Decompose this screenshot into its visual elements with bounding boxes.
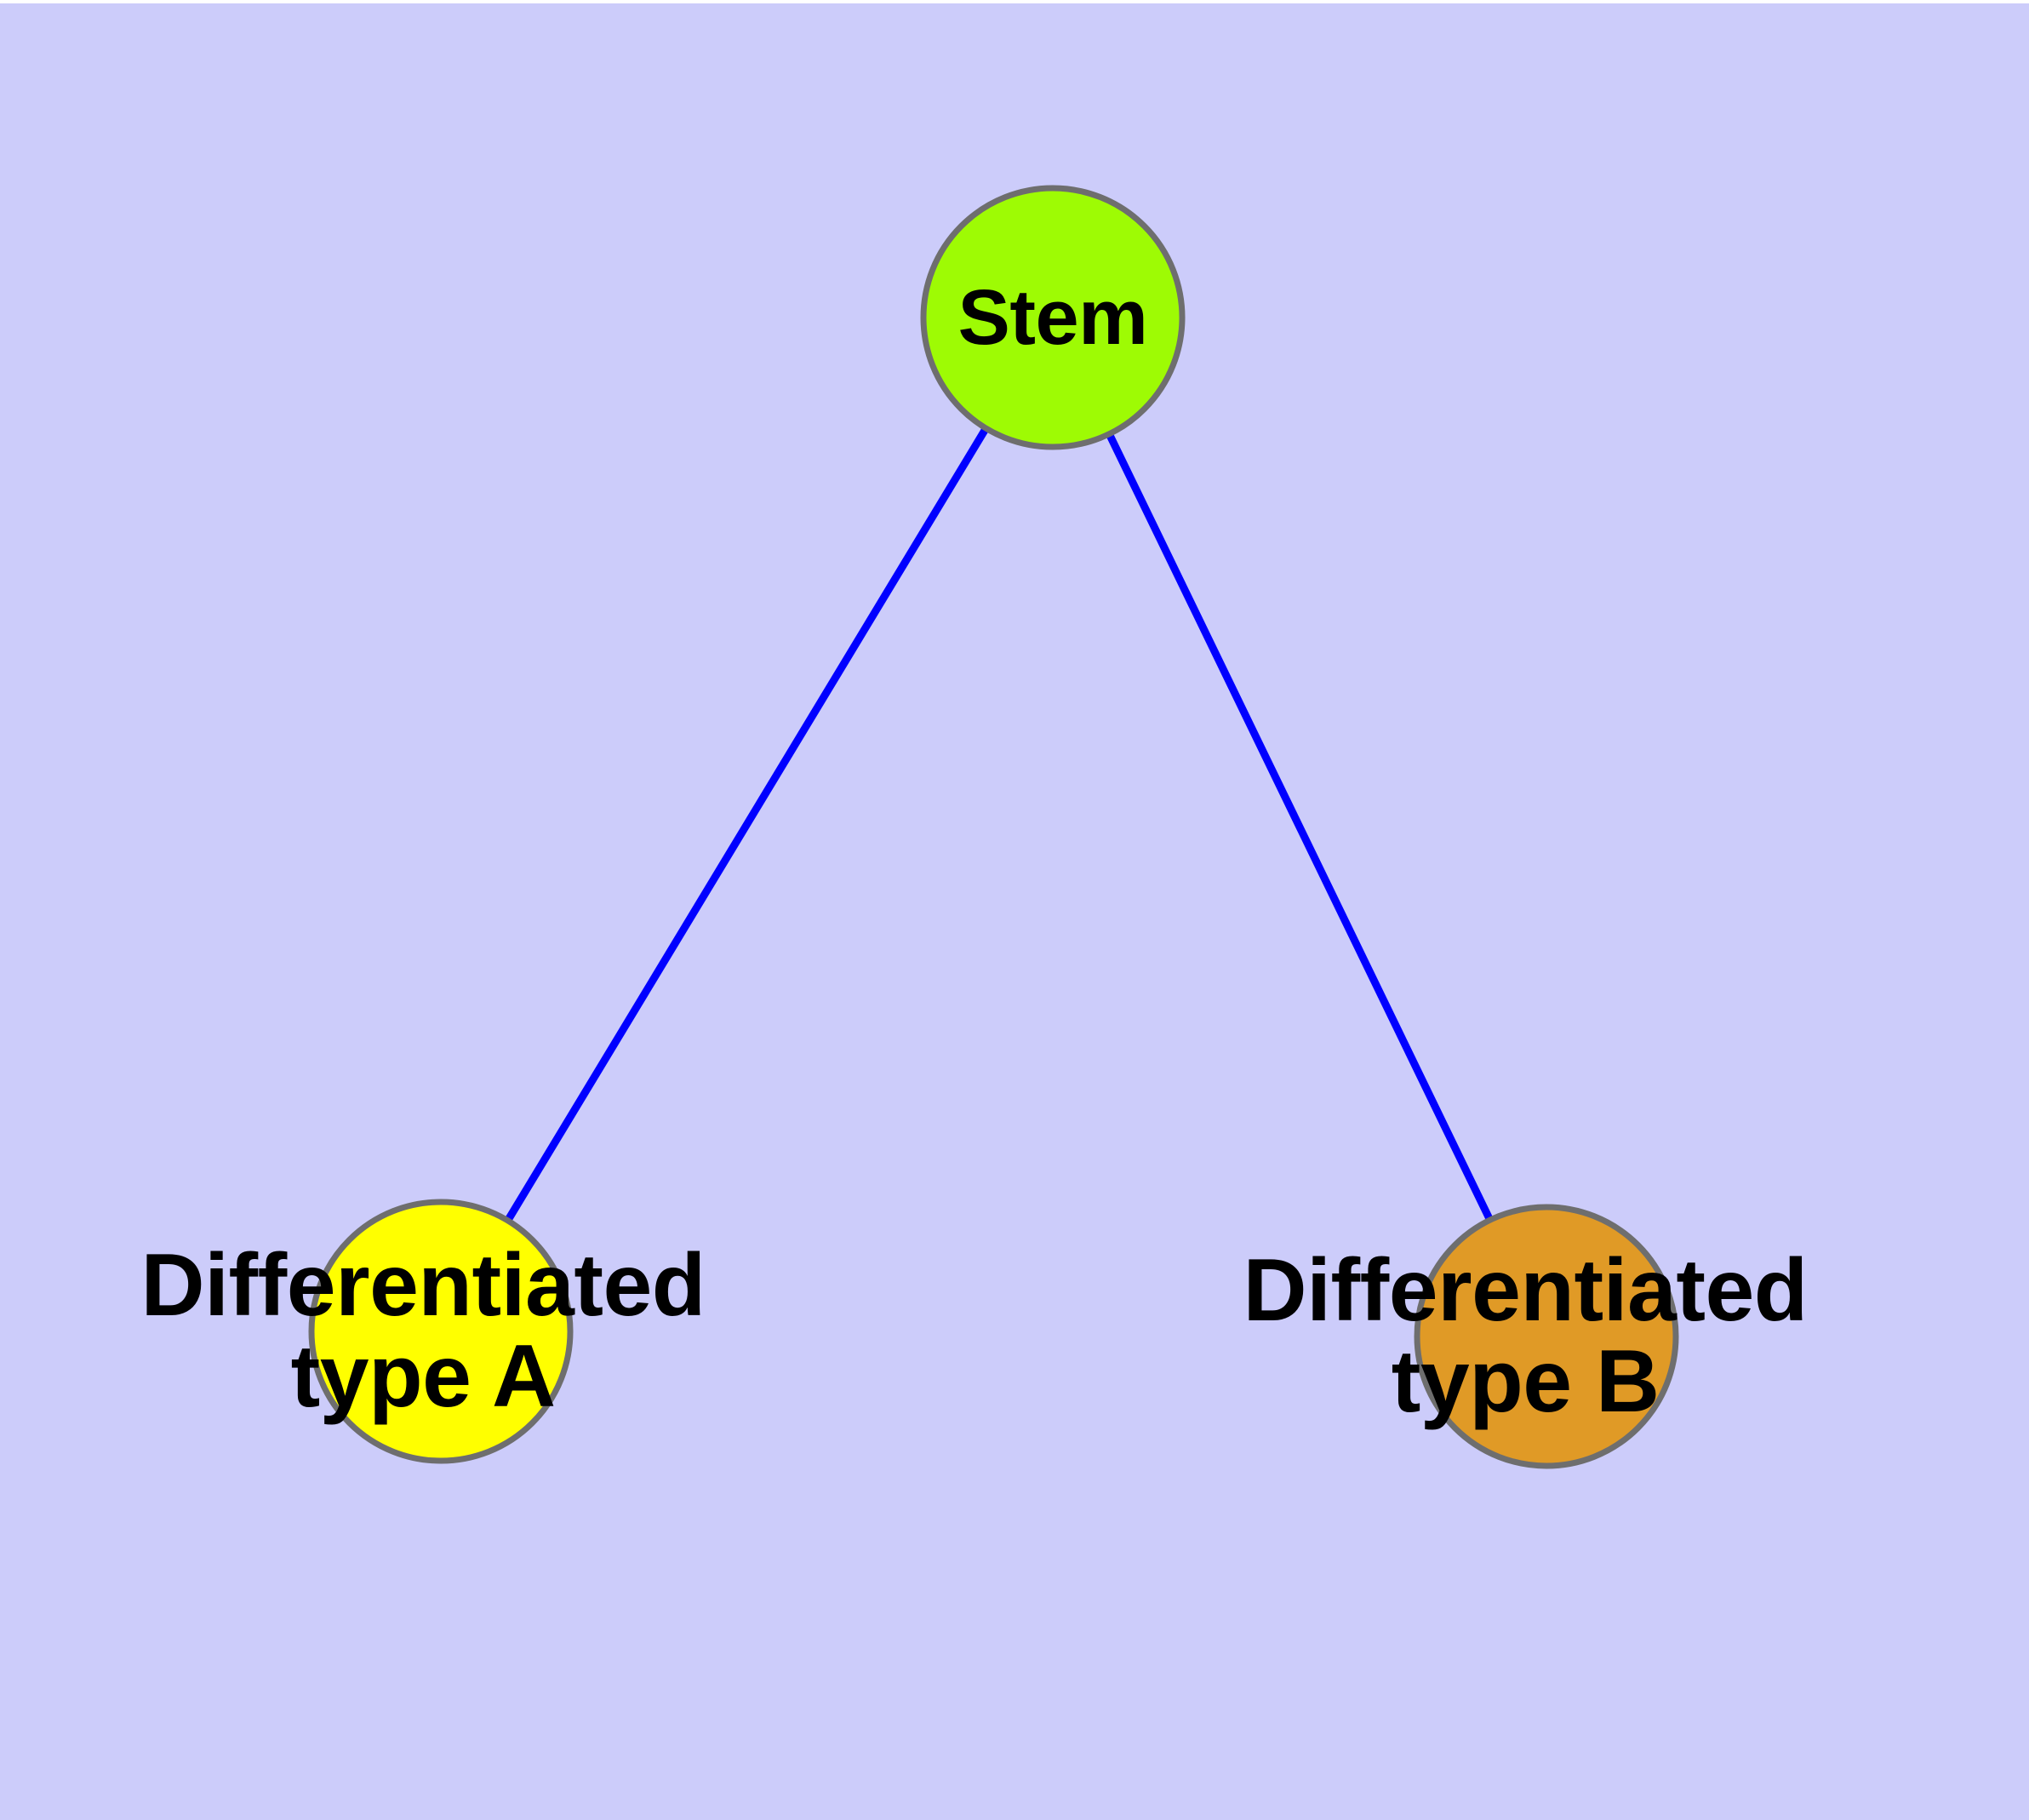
- graph-node-diff_a[interactable]: [308, 1199, 574, 1464]
- graph-node-stem[interactable]: [920, 185, 1186, 450]
- graph-edge-stem-to-a[interactable]: [504, 426, 990, 1223]
- graph-edge-stem-to-b[interactable]: [1106, 432, 1494, 1222]
- graph-node-diff_b[interactable]: [1414, 1204, 1679, 1469]
- nodes-layer: [308, 185, 1679, 1469]
- graph-svg: [308, 185, 1679, 1469]
- edges-layer: [504, 426, 1494, 1223]
